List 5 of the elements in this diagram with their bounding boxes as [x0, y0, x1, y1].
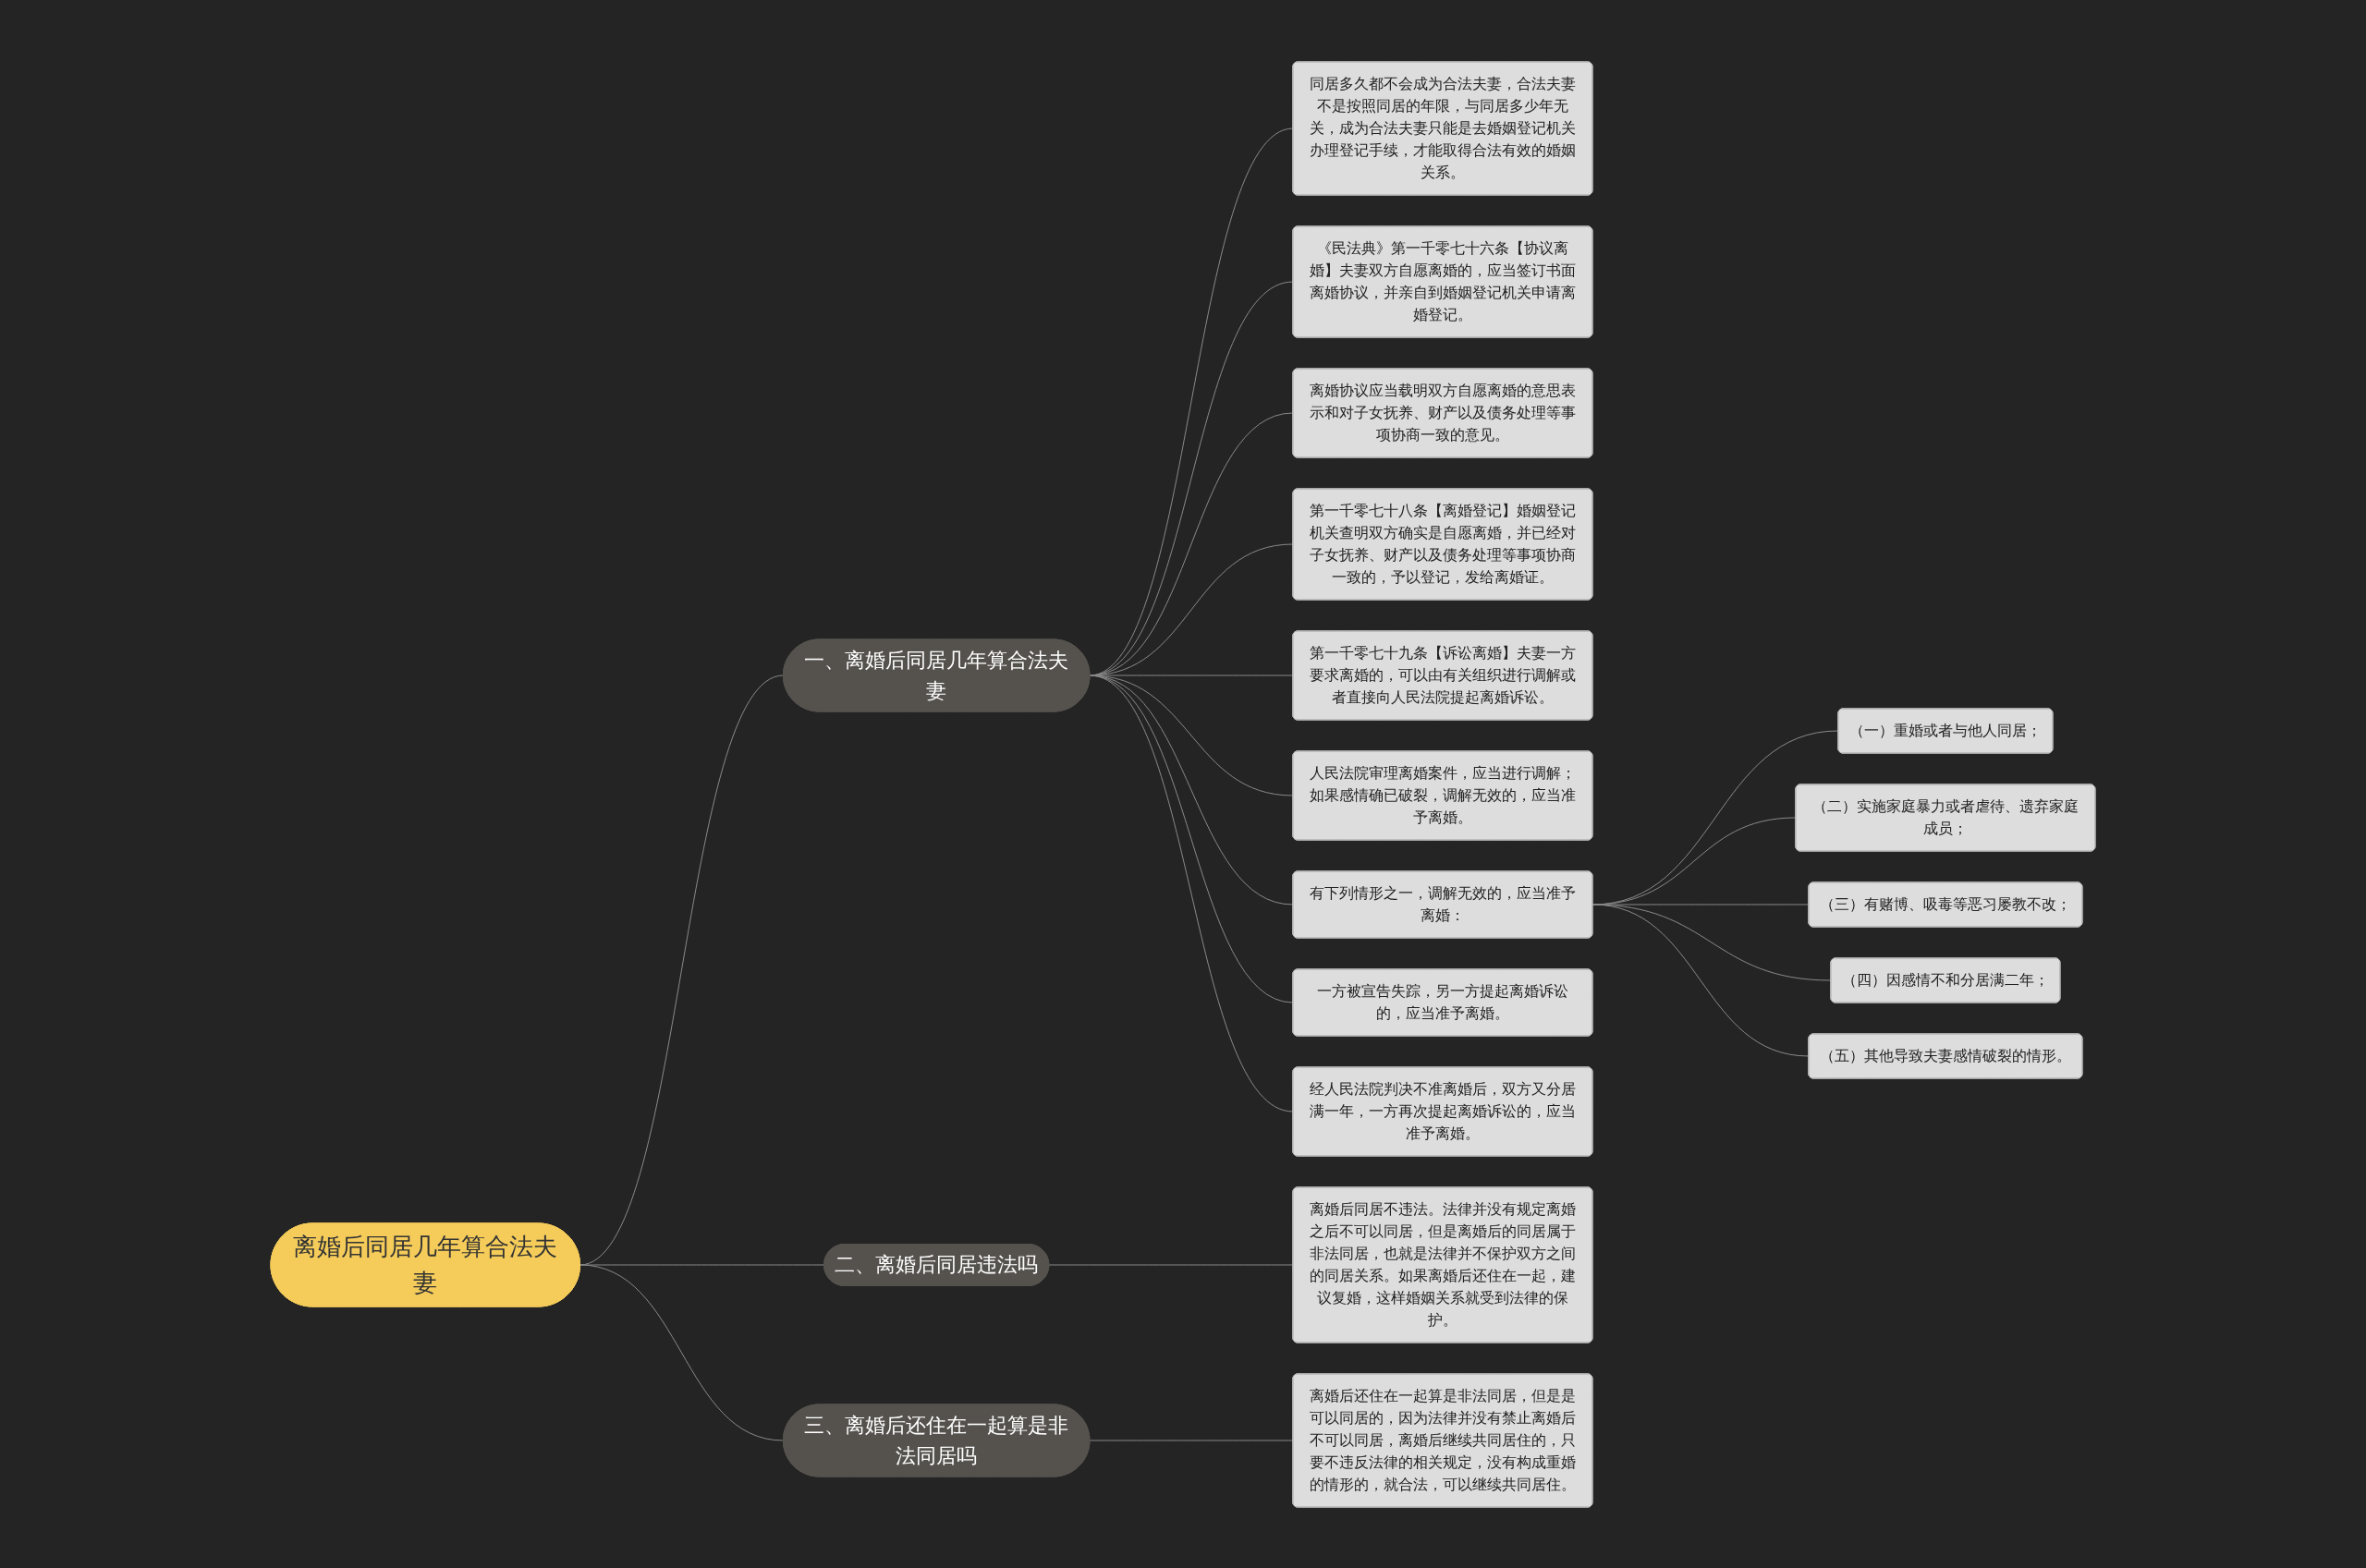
- connector: [1089, 675, 1294, 1003]
- connector: [1089, 675, 1294, 1112]
- connector: [579, 1264, 784, 1440]
- connector: [1048, 1264, 1294, 1265]
- connector: [1089, 675, 1294, 905]
